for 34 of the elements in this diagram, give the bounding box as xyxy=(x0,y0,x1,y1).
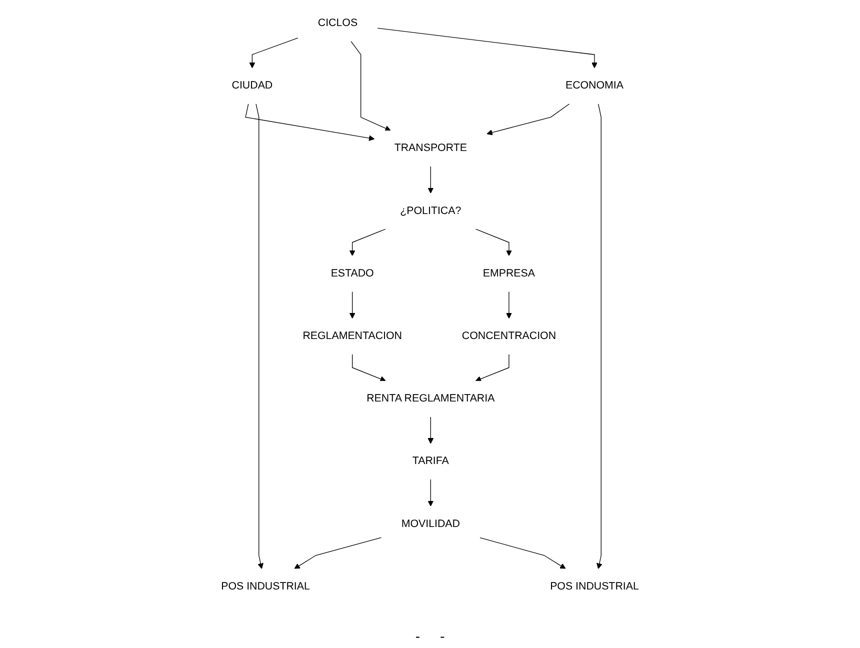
arrow xyxy=(294,537,382,569)
arrow xyxy=(256,104,264,569)
arrow xyxy=(428,166,434,194)
arrow xyxy=(506,291,512,319)
node-text: CICLOS xyxy=(318,17,358,29)
node-text: ESTADO xyxy=(330,268,374,280)
arrow xyxy=(377,28,598,68)
arrow xyxy=(349,291,356,319)
node-text: TARIFA xyxy=(412,456,449,467)
node-text: MOVILIDAD xyxy=(401,518,460,530)
arrow xyxy=(352,354,386,382)
arrow xyxy=(349,228,386,256)
node-text: CONCENTRACION xyxy=(462,330,556,342)
node-text: POS INDUSTRIAL xyxy=(550,580,639,592)
node-text: ECONOMIA xyxy=(565,80,624,92)
arrow xyxy=(480,537,566,569)
arrow xyxy=(596,104,602,569)
node-text: REGLAMENTACION xyxy=(302,330,402,342)
dash-text: - xyxy=(415,628,420,644)
node-text: ¿POLITICA? xyxy=(400,205,462,216)
arrow xyxy=(475,354,510,382)
arrow xyxy=(486,104,570,136)
arrow xyxy=(245,104,375,141)
node-text: CIUDAD xyxy=(232,80,273,92)
node-text: POS INDUSTRIAL xyxy=(221,580,310,592)
arrow xyxy=(428,479,434,506)
node-text: TRANSPORTE xyxy=(394,142,467,154)
node-text: RENTA REGLAMENTARIA xyxy=(366,392,495,404)
arrow xyxy=(475,228,512,256)
arrow xyxy=(350,40,391,132)
arrow xyxy=(249,38,298,68)
node-text: EMPRESA xyxy=(482,268,536,280)
dash-text: - xyxy=(440,628,445,644)
arrow xyxy=(428,416,434,444)
